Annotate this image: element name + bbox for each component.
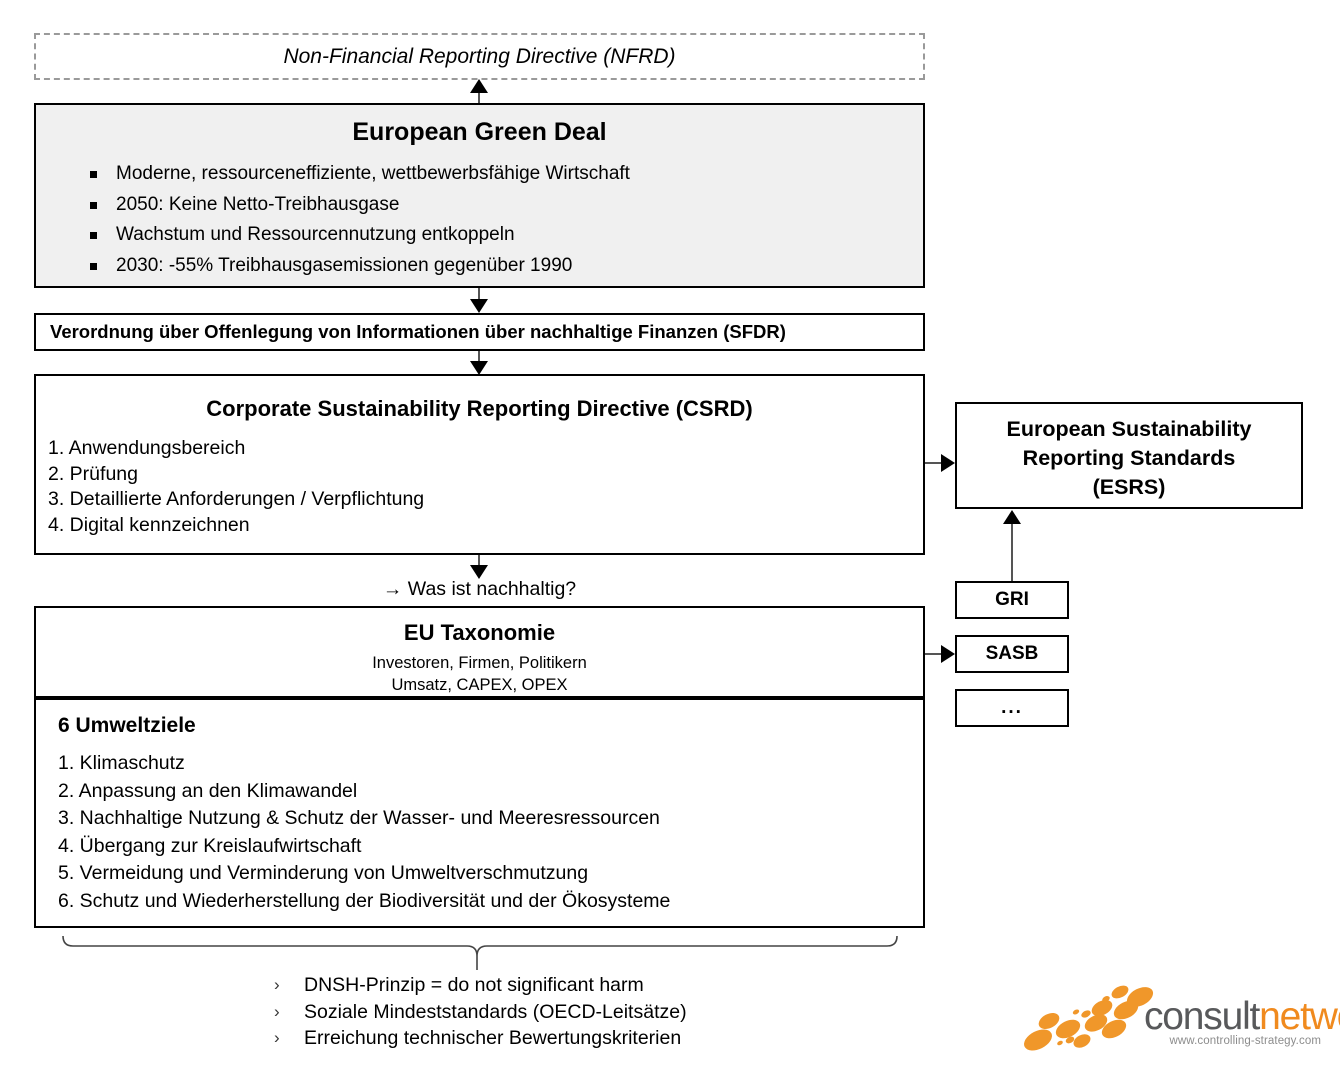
list-item: 2030: -55% Treibhausgasemissionen gegenü… — [84, 251, 923, 282]
list-item: 5. Vermeidung und Verminderung von Umwel… — [58, 862, 589, 884]
eu-taxonomie-box: EU Taxonomie Investoren, Firmen, Politik… — [34, 606, 925, 698]
list-item: 4. Digital kennzeichnen — [48, 513, 250, 536]
eu-taxonomie-title: EU Taxonomie — [403, 620, 556, 645]
square-bullet-icon — [90, 171, 97, 178]
umweltziele-box: 6 Umweltziele 1. Klimaschutz 2. Anpassun… — [34, 698, 925, 928]
list-item: 1. Klimaschutz — [58, 752, 185, 774]
list-item-label: 2050: Keine Netto-Treibhausgase — [116, 193, 400, 215]
criteria-brace — [60, 934, 900, 972]
list-item: 2. Anpassung an den Klimawandel — [58, 779, 358, 802]
connector-greendeal-to-sfdr — [478, 288, 480, 302]
umweltziele-heading: 6 Umweltziele — [58, 714, 196, 737]
list-item-label: Erreichung technischer Bewertungskriteri… — [304, 1027, 682, 1049]
umweltziele-list: 1. Klimaschutz 2. Anpassung an den Klima… — [36, 750, 923, 915]
list-item: Wachstum und Ressourcennutzung entkoppel… — [84, 220, 923, 251]
esrs-label: European Sustainability Reporting Standa… — [957, 415, 1301, 502]
more-standards-label: ... — [1001, 697, 1023, 718]
connector-csrd-to-taxonomie — [478, 555, 480, 567]
european-green-deal-box: European Green Deal Moderne, ressourcene… — [34, 103, 925, 288]
chevron-right-icon: › — [274, 1028, 280, 1047]
list-item: Moderne, ressourceneffiziente, wettbewer… — [84, 159, 923, 190]
csrd-item-list: 1. Anwendungsbereich 2. Prüfung 3. Detai… — [36, 436, 923, 538]
connector-sfdr-to-csrd — [478, 351, 480, 363]
connector-csrd-to-esrs — [925, 462, 947, 464]
square-bullet-icon — [90, 262, 97, 270]
sfdr-box: Verordnung über Offenlegung von Informat… — [34, 313, 925, 351]
logo-word-consult: consult — [1144, 995, 1260, 1038]
logo-dots-icon — [1024, 985, 1154, 1051]
list-item-label: Moderne, ressourceneffiziente, wettbewer… — [116, 163, 630, 184]
gri-label: GRI — [995, 589, 1029, 610]
list-item: › Erreichung technischer Bewertungskriter… — [268, 1025, 908, 1052]
arrow-up-to-nfrd — [470, 79, 488, 93]
list-item: 3. Detaillierte Anforderungen / Verpflic… — [48, 488, 425, 510]
eu-taxonomie-sub-line-1: Investoren, Firmen, Politikern — [372, 654, 587, 672]
square-bullet-icon — [90, 201, 97, 209]
list-item: 3. Nachhaltige Nutzung & Schutz der Wass… — [58, 807, 660, 829]
list-item: › Soziale Mindeststandards (OECD-Leitsätz… — [268, 999, 908, 1026]
list-item: 2. Prüfung — [48, 462, 138, 485]
list-item: 1. Anwendungsbereich — [48, 437, 246, 459]
arrow-right-to-esrs — [941, 454, 955, 472]
list-item-label: Soziale Mindeststandards (OECD-Leitsätze… — [304, 1000, 687, 1023]
more-standards-box: ... — [955, 689, 1069, 727]
green-deal-bullet-list: Moderne, ressourceneffiziente, wettbewer… — [36, 159, 923, 281]
green-deal-title: European Green Deal — [352, 118, 607, 146]
nfrd-label: Non-Financial Reporting Directive (NFRD) — [283, 45, 676, 68]
logo-wordmark: consultnetwork — [1144, 995, 1340, 1039]
csrd-title: Corporate Sustainability Reporting Direc… — [206, 396, 753, 421]
chevron-right-icon: › — [274, 1001, 280, 1021]
logo-url: www.controlling-strategy.com — [1169, 1035, 1321, 1047]
list-item: › DNSH-Prinzip = do not significant harm — [268, 972, 908, 999]
eu-taxonomie-subtitle: Investoren, Firmen, Politikern Umsatz, C… — [36, 652, 923, 696]
gri-box: GRI — [955, 581, 1069, 619]
list-item-label: Wachstum und Ressourcennutzung entkoppel… — [116, 224, 515, 245]
esrs-line-2: Reporting Standards — [1022, 446, 1236, 470]
esrs-line-1: European Sustainability — [1006, 417, 1252, 441]
connector-taxonomie-to-sasb — [925, 653, 947, 655]
list-item: 6. Schutz und Wiederherstellung der Biod… — [58, 889, 671, 912]
sasb-box: SASB — [955, 635, 1069, 673]
arrow-down-to-csrd — [470, 361, 488, 375]
arrow-up-to-esrs — [1003, 510, 1021, 524]
list-item: 4. Übergang zur Kreislaufwirtschaft — [58, 834, 362, 857]
logo-word-network: network — [1259, 995, 1340, 1038]
consultnetwork-logo: consultnetwork www.controlling-strategy.… — [1016, 983, 1340, 1055]
csrd-box: Corporate Sustainability Reporting Direc… — [34, 374, 925, 555]
connector-greendeal-to-nfrd — [478, 82, 480, 104]
sasb-label: SASB — [985, 643, 1039, 664]
arrow-down-to-taxonomie — [470, 565, 488, 579]
sfdr-label: Verordnung über Offenlegung von Informat… — [50, 321, 786, 342]
eu-taxonomie-sub-line-2: Umsatz, CAPEX, OPEX — [391, 676, 568, 694]
criteria-list: ›DNSH-Prinzip = do not significant harm … — [268, 972, 908, 1052]
arrow-right-to-sasb — [941, 645, 955, 663]
list-item: 2050: Keine Netto-Treibhausgase — [84, 190, 923, 221]
chevron-right-icon: › — [274, 975, 280, 994]
esrs-box: European Sustainability Reporting Standa… — [955, 402, 1303, 509]
connector-gri-to-esrs — [1011, 522, 1013, 582]
was-ist-nachhaltig-label: → Was ist nachhaltig? — [382, 578, 577, 600]
list-item-label: 2030: -55% Treibhausgasemissionen gegenü… — [116, 254, 573, 276]
nfrd-box: Non-Financial Reporting Directive (NFRD) — [34, 33, 925, 80]
esrs-line-3: (ESRS) — [1092, 475, 1166, 499]
arrow-down-to-sfdr — [470, 299, 488, 313]
list-item-label: DNSH-Prinzip = do not significant harm — [304, 974, 644, 996]
square-bullet-icon — [90, 232, 97, 239]
